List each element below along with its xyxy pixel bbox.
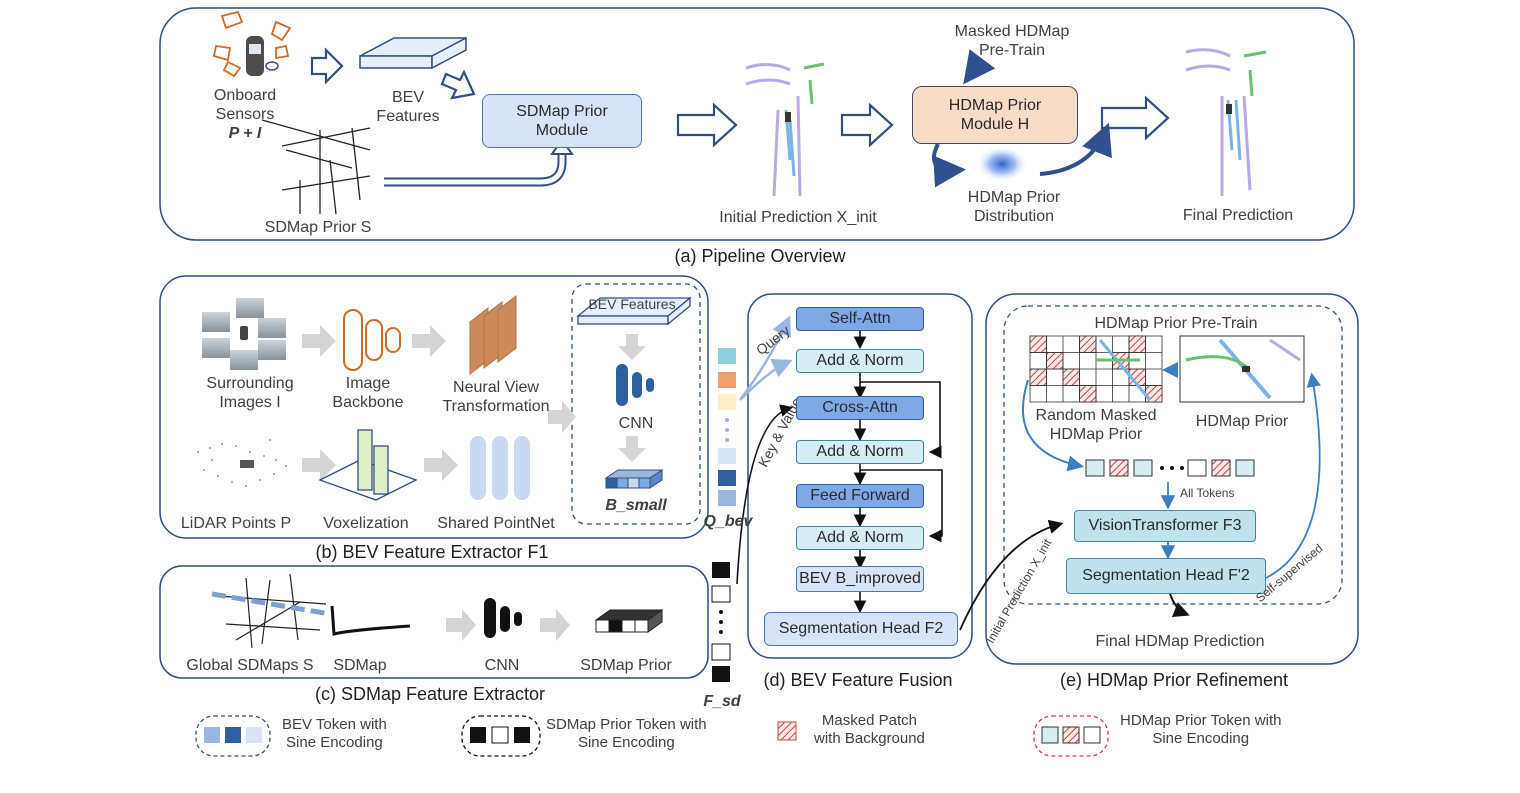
final-prediction-map [1185,48,1267,196]
caption-d: (d) BEV Feature Fusion [763,670,953,690]
bev-dashed-frame [571,283,701,525]
random-masked-grid [1029,335,1163,403]
surrounding-images [202,298,286,370]
legend-sdmap-frame [461,715,541,757]
fusion-block-add-norm-3: Add & Norm [796,526,924,550]
sdmap-line [330,605,411,636]
caption-c: (c) SDMap Feature Extractor [314,684,546,704]
all-tokens-label: All Tokens [1180,486,1235,500]
sdmap-to-module-arrow [384,152,567,187]
lidar-points [197,439,287,487]
fusion-block-feed-forward: Feed Forward [796,484,924,508]
panel-d-frame [747,293,973,659]
f-sd-tokens [711,562,731,682]
refinement-arrows [1160,372,1321,579]
panel-c-frame [159,565,709,679]
hdmap-tokens [1085,459,1255,477]
voxelization-label: Voxelization [323,515,409,532]
shared-pointnet-icon [470,436,530,500]
vision-transformer-box: VisionTransformer F3 [1074,510,1256,542]
gray-arrows [302,325,646,641]
sdmap-sketch-a [261,119,371,215]
fusion-block-segmentation-head: Segmentation Head F2 [764,612,958,646]
b-small-label: B_small [605,497,667,514]
image-backbone-icon [343,309,401,371]
camera-icons [212,10,292,78]
fusion-block-cross-attn: Cross-Attn [796,396,924,420]
final-prediction-label: Final Prediction [1182,207,1294,224]
cnn-icon-b [616,364,654,406]
global-sdmaps-label: Global SDMaps S [186,657,314,674]
hdmap-prior-label: HDMap Prior [1195,413,1289,430]
bev-features-label-b: BEV Features [588,296,676,312]
fusion-arrows [736,331,943,614]
final-hdmap-label: Final HDMap Prediction [1095,633,1265,650]
bev-features-slab [359,36,467,70]
query-arrows [738,315,793,401]
fusion-block-add-norm-2: Add & Norm [796,440,924,464]
caption-e: (e) HDMap Prior Refinement [1059,670,1289,690]
panel-e-frame [985,293,1359,665]
caption-b: (b) BEV Feature Extractor F1 [315,542,549,562]
initial-prediction-label: Initial Prediction X_init [719,209,877,226]
module-to-distribution-arrow [932,143,966,188]
fusion-block-self-attn: Self-Attn [796,307,924,331]
shared-pointnet-label: Shared PointNet [437,515,555,532]
sdmap-label: SDMap [333,657,387,674]
fusion-block-bev-improved: BEV B_improved [796,566,924,592]
segmentation-head-box: Segmentation Head F'2 [1066,558,1266,594]
cnn-label-c: CNN [484,657,520,674]
token-dots [1160,466,1184,470]
sdmap-prior-grid [594,609,664,633]
pretrain-title: HDMap Prior Pre-Train [1094,315,1258,332]
masked-to-tokens-arrow [1022,379,1084,472]
hdmap-prior-thumbnail [1179,335,1305,403]
lidar-points-label: LiDAR Points P [180,515,292,532]
f-sd-label: F_sd [703,693,741,710]
voxelization-icon [318,429,418,501]
seg-to-final-arrow [1169,593,1190,617]
b-small-grid [604,469,664,489]
legend-masked-patch [777,721,797,741]
neural-view-icon [469,294,517,376]
initial-prediction-link [959,519,1064,631]
initial-prediction-map [745,62,825,197]
hollow-arrows [310,47,1170,148]
pretrain-arrow [963,49,996,85]
panel-b-frame [159,275,709,539]
q-bev-label: Q_bev [703,513,753,530]
distribution-to-final-arrow [1039,122,1112,176]
q-bev-tokens [718,348,736,506]
global-sdmap-sketch [217,573,327,649]
caption-a: (a) Pipeline Overview [674,246,846,266]
fusion-block-add-norm-1: Add & Norm [796,349,924,373]
panel-a-frame [159,7,1355,241]
car-icon [246,36,264,76]
cnn-icon-c [484,598,522,638]
bev-features-slab-b [576,296,692,326]
distribution-blob [976,146,1028,182]
sdmap-prior-label: SDMap Prior S [264,219,372,236]
sdmap-prior-label-c: SDMap Prior [580,657,672,674]
cnn-label-b: CNN [618,415,654,432]
